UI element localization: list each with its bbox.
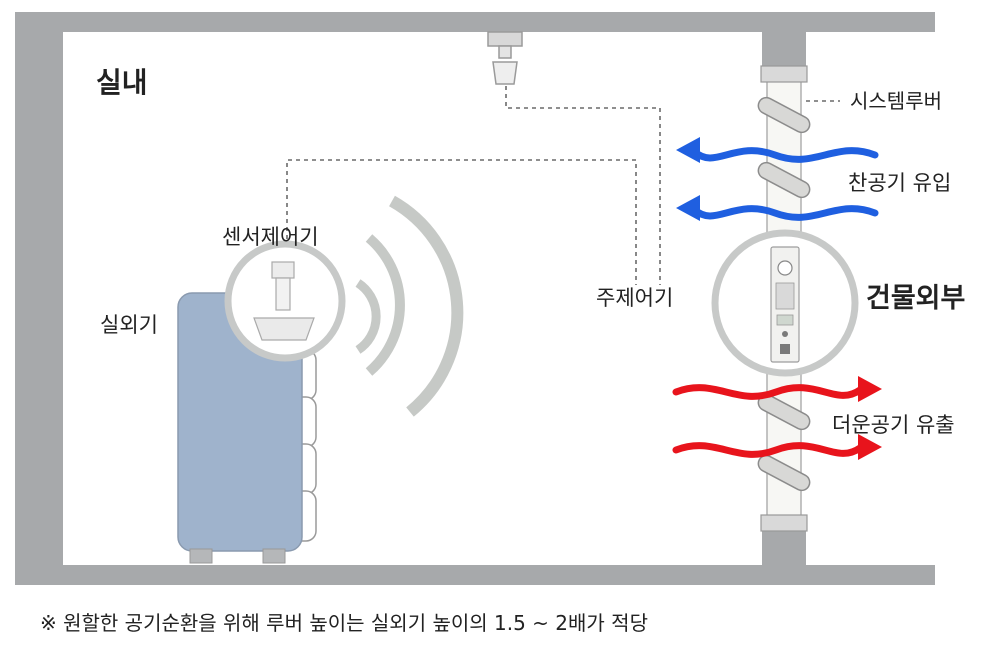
cold-air-arrowhead — [676, 195, 700, 221]
main-controller-callout — [711, 229, 859, 377]
signal-waves — [355, 195, 464, 417]
outdoor-unit-foot-left — [189, 548, 213, 564]
hot-air-arrow — [672, 442, 864, 458]
hot-air-out-label: 더운공기 유출 — [832, 413, 955, 437]
cold-air-in-label: 찬공기 유입 — [848, 171, 951, 195]
indoor-label: 실내 — [96, 66, 148, 99]
outside-label: 건물외부 — [866, 283, 965, 314]
sensor-controller-label: 센서제어기 — [222, 225, 319, 249]
outdoor-unit-label: 실외기 — [100, 313, 158, 337]
signal-arc-small — [355, 279, 381, 354]
sensor-to-main-line — [286, 159, 637, 285]
right-wall-upper — [762, 12, 806, 72]
building-walls — [15, 12, 935, 585]
ceiling-to-main-line — [505, 86, 661, 285]
signal-arc-medium — [365, 234, 405, 376]
footnote: ※ 원할한 공기순환을 위해 루버 높이는 실외기 높이의 1.5 ~ 2배가 … — [40, 611, 648, 635]
louver-blade — [757, 161, 811, 199]
cold-air-arrowhead — [676, 137, 700, 163]
louver-blade — [757, 96, 811, 134]
signal-arc-large — [389, 195, 464, 417]
floor — [15, 565, 935, 585]
left-wall — [15, 12, 63, 585]
system-louver-label: 시스템루버 — [850, 89, 942, 113]
hot-air-arrows — [672, 376, 882, 460]
louver-top-cap — [760, 65, 808, 83]
hot-air-arrowhead — [858, 376, 882, 402]
louver-blades — [757, 96, 811, 492]
sensor-controller-callout — [224, 240, 346, 362]
cold-air-arrows — [676, 137, 879, 221]
cold-air-arrow — [691, 147, 879, 163]
right-wall-lower — [762, 525, 806, 585]
ceiling-sensor — [487, 31, 523, 85]
ceiling — [15, 12, 935, 32]
cold-air-arrow — [691, 205, 879, 221]
louver-bottom-cap — [760, 514, 808, 532]
main-controller-label: 주제어기 — [596, 286, 673, 310]
louver-blade — [757, 454, 811, 492]
hot-air-arrowhead — [858, 434, 882, 460]
signal-lines — [286, 86, 840, 285]
outdoor-unit-foot-right — [262, 548, 286, 564]
hot-air-arrow — [672, 384, 864, 400]
